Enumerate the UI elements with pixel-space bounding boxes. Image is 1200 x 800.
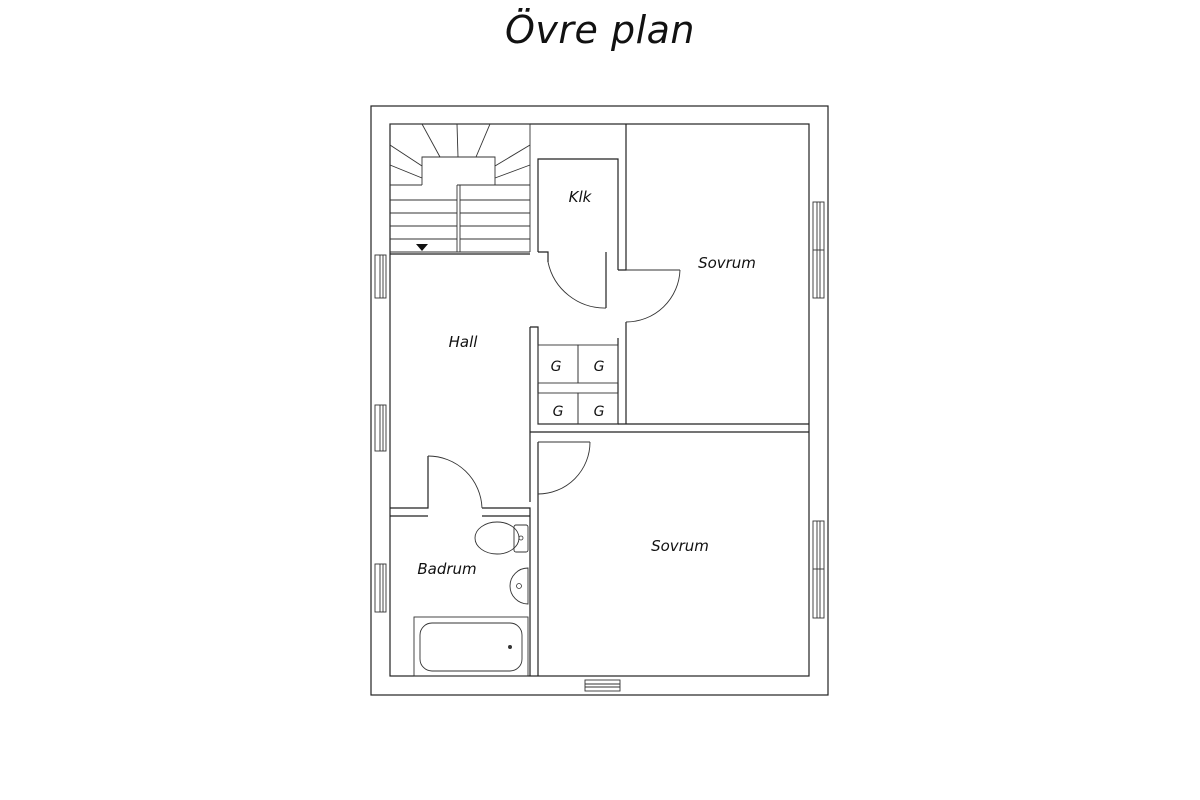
bathtub (413, 616, 529, 677)
wardrobe-block (529, 326, 619, 442)
outer-wall-interior (389, 123, 810, 677)
window-left-upper (374, 254, 387, 299)
window-right-lower (812, 520, 825, 619)
room-label-klk: Klk (569, 188, 593, 206)
closet-klk (537, 158, 619, 309)
sink (509, 567, 529, 605)
room-label-sovrum-2: Sovrum (651, 537, 709, 555)
staircase (389, 123, 531, 253)
outer-wall-exterior (370, 105, 829, 696)
wardrobe-label: G (594, 404, 605, 420)
window-left-middle (374, 404, 387, 452)
wardrobe-label: G (594, 359, 605, 375)
toilet (474, 521, 529, 555)
window-left-lower (374, 563, 387, 613)
wardrobe-label: G (553, 404, 564, 420)
plan-title: Övre plan (504, 8, 696, 52)
stair-direction-arrow (416, 244, 428, 251)
room-label-hall: Hall (449, 333, 479, 351)
wardrobe-label: G (551, 359, 562, 375)
room-label-badrum: Badrum (417, 560, 476, 578)
window-right-upper (812, 201, 825, 299)
room-label-sovrum-1: Sovrum (698, 254, 756, 272)
window-bottom (584, 679, 621, 692)
